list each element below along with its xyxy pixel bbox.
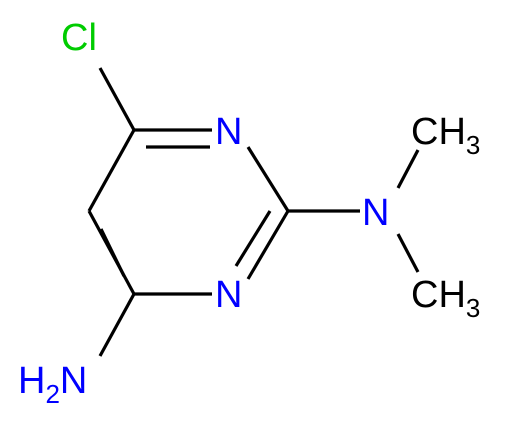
methyl-bottom-main: CH [411,274,466,316]
atom-labels: Cl N N N CH3 CH3 H2N [18,17,480,409]
ring-nitrogen-bottom-label: N [215,274,242,316]
bond-c5-c6 [87,129,136,212]
amine-nitrogen: N [60,360,87,402]
bond-n1-c2 [246,146,290,212]
bond-c4-c5-double [99,228,126,277]
methyl-top-subscript: 3 [466,130,480,160]
amine-label: H2N [18,360,87,409]
methyl-top-label: CH3 [411,111,480,160]
amine-subscript: 2 [45,379,59,409]
amine-hydrogen: H [18,360,45,402]
dimethylamino-nitrogen-label: N [362,192,389,234]
bond-n-methyl-top [396,149,420,189]
methyl-top-main: CH [411,111,466,153]
methyl-bottom-subscript: 3 [466,293,480,323]
ring-nitrogen-top-label: N [215,111,242,153]
methyl-bottom-label: CH3 [411,274,480,323]
bond-c6-cl [98,67,136,131]
bond-n-methyl-bottom [396,233,420,273]
chlorine-atom-label: Cl [61,17,97,59]
bonds [87,67,420,357]
bond-c2-n3 [246,210,290,280]
bond-c2-n3-double [234,210,272,267]
bond-c4-nh2 [98,293,136,357]
